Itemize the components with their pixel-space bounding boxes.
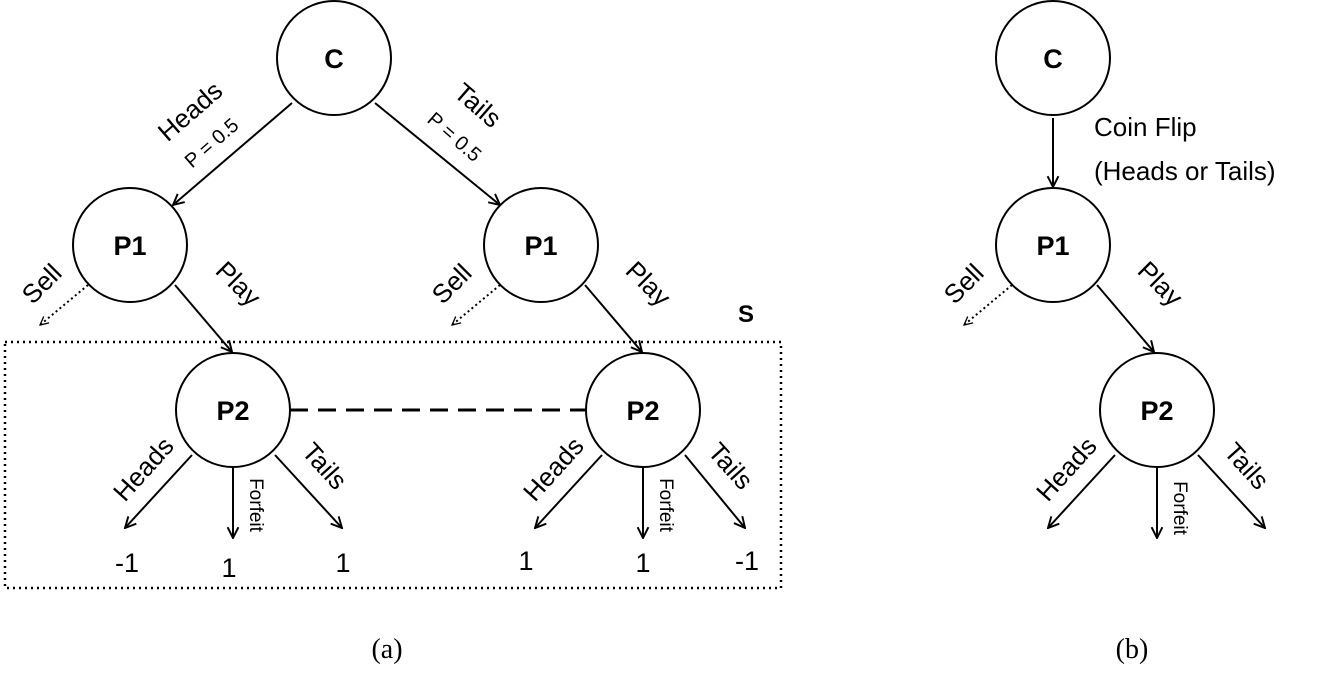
svg-text:P1: P1 [1036, 231, 1069, 261]
edge-label-p2-b-heads: Heads [1030, 431, 1103, 507]
node-p1-b: P1 [995, 187, 1111, 303]
edge-play-left [174, 284, 232, 352]
svg-text:P1: P1 [524, 231, 557, 261]
payoff-left-heads: -1 [115, 548, 139, 578]
node-p2-b: P2 [1099, 352, 1215, 468]
diagram-b: Coin Flip (Heads or Tails) Sell Play Hea… [938, 0, 1276, 665]
payoff-left-tails: 1 [335, 548, 350, 578]
edge-p2-right-heads [535, 454, 603, 528]
edge-label-p2-b-forfeit: Forfeit [1169, 481, 1190, 536]
edge-p2-b-tails [1197, 454, 1265, 528]
node-p2-left: P2 [175, 352, 291, 468]
svg-text:P1: P1 [113, 231, 146, 261]
edge-p2-b-heads [1048, 454, 1116, 528]
svg-text:P2: P2 [626, 396, 659, 426]
edge-label-sell-right: Sell [426, 258, 478, 310]
information-set-box [3, 340, 783, 590]
edge-label-p2-right-forfeit: Forfeit [655, 478, 676, 533]
edge-label-play-b: Play [1132, 255, 1189, 312]
payoff-right-forfeit: 1 [635, 548, 650, 578]
caption-a: (a) [371, 634, 402, 665]
payoff-right-heads: 1 [518, 546, 533, 576]
payoff-right-tails: -1 [735, 546, 759, 576]
svg-text:C: C [1043, 44, 1063, 74]
edge-tails [374, 102, 500, 205]
edge-label-p2-right-heads: Heads [517, 431, 590, 507]
node-p1-left: P1 [72, 187, 188, 303]
information-set-label: S [738, 301, 754, 328]
payoff-left-forfeit: 1 [221, 553, 236, 583]
svg-text:P2: P2 [216, 396, 249, 426]
edge-label-play-left: Play [210, 255, 267, 312]
svg-text:C: C [324, 44, 344, 74]
node-chance-a: C [276, 0, 392, 116]
edge-heads [173, 102, 293, 205]
edge-label-play-right: Play [620, 255, 677, 312]
edge-label-p2-left-heads: Heads [107, 431, 180, 507]
node-chance-b: C [995, 0, 1111, 116]
svg-text:P2: P2 [1140, 396, 1173, 426]
caption-b: (b) [1116, 634, 1149, 665]
edge-p2-left-heads [125, 454, 193, 528]
coin-flip-label-line2: (Heads or Tails) [1094, 156, 1276, 186]
diagram-a: S Heads P = 0.5 Tails P = 0.5 Sell Play [3, 0, 783, 665]
edge-sell-right [452, 284, 501, 325]
edge-play-right [584, 284, 642, 352]
node-p1-right: P1 [483, 187, 599, 303]
edge-play-b [1096, 284, 1154, 352]
edge-sell-left [40, 284, 89, 325]
edge-p2-left-tails [274, 454, 342, 528]
edge-label-sell-b: Sell [938, 258, 990, 310]
edge-p2-right-tails [684, 454, 745, 528]
coin-flip-label-line1: Coin Flip [1094, 112, 1197, 142]
edge-label-p2-left-forfeit: Forfeit [245, 478, 266, 533]
edge-label-sell-left: Sell [16, 258, 68, 310]
node-p2-right: P2 [585, 352, 701, 468]
edge-sell-b [964, 284, 1013, 325]
